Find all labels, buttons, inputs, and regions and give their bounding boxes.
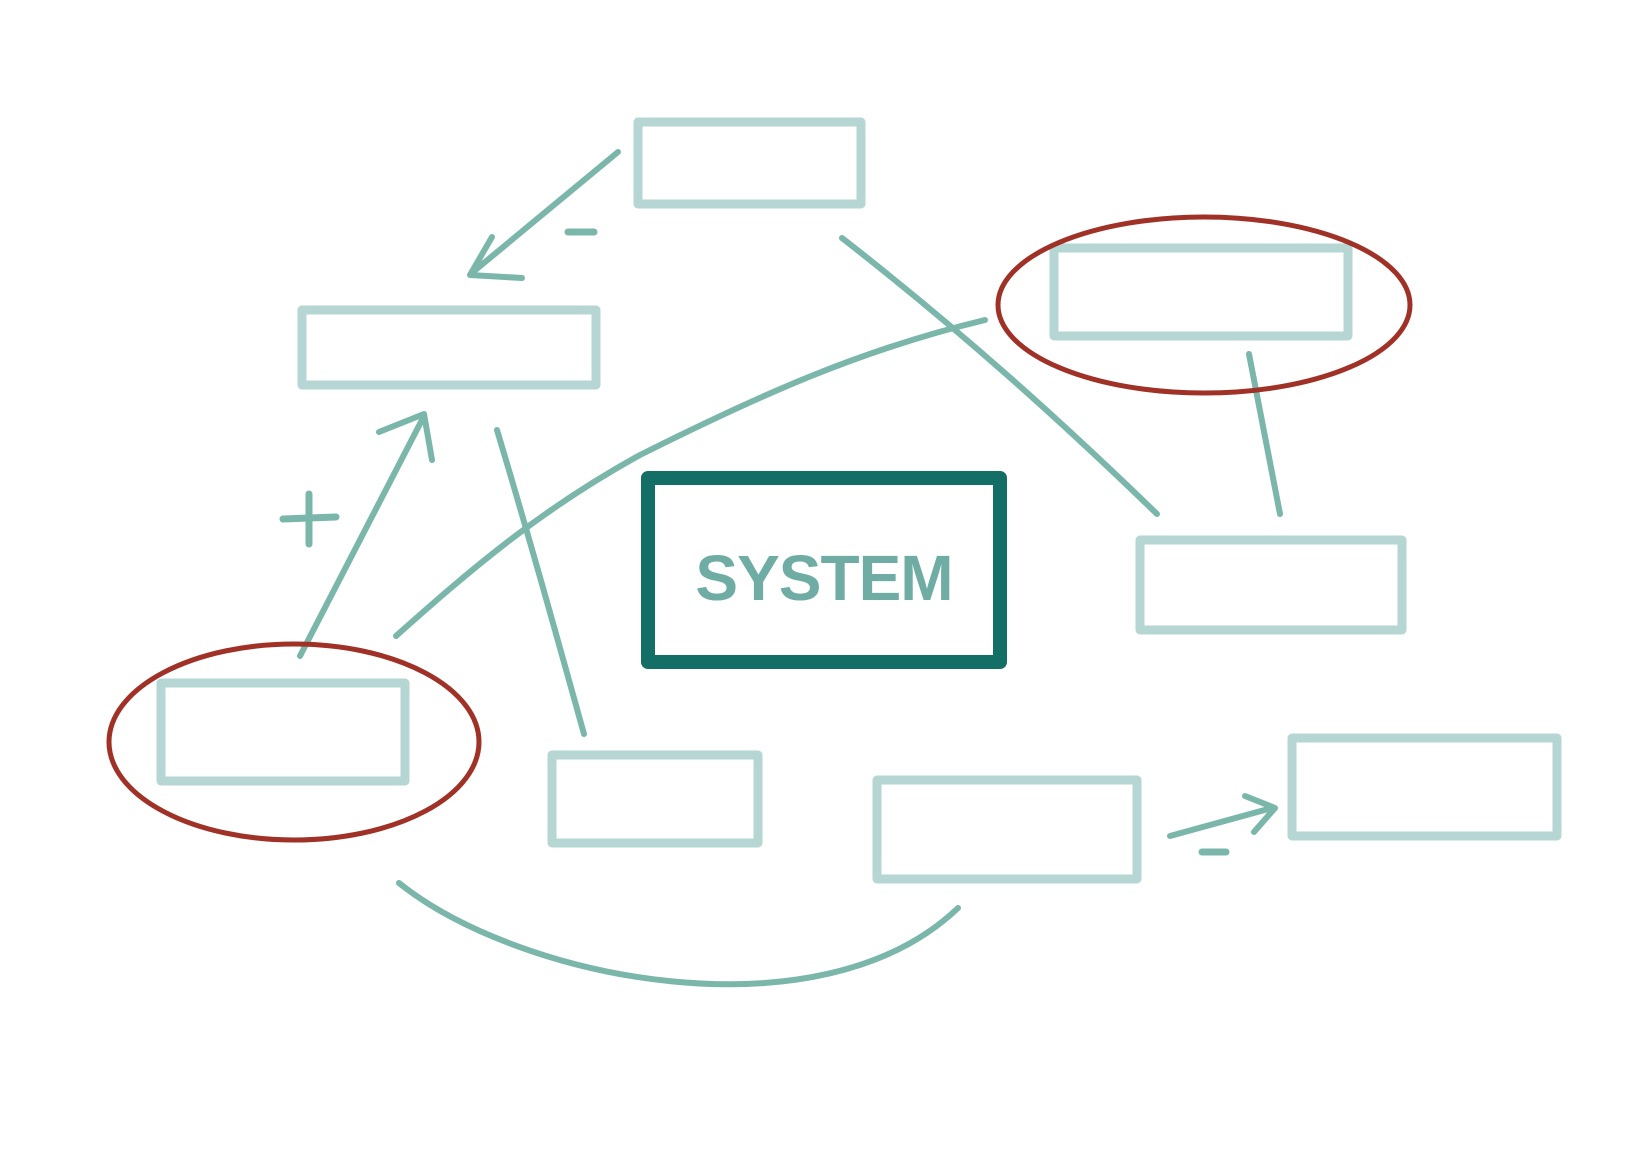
node-box-right-middle — [1135, 535, 1407, 635]
connector-upper-right-to-right-middle — [1246, 351, 1283, 517]
arrowhead-upper-left-box — [376, 411, 435, 463]
connector-top-to-right-middle — [839, 235, 1160, 517]
system-label: SYSTEM — [695, 542, 952, 614]
connector-upper-left-to-bottom-small — [494, 427, 587, 737]
node-box-upper-left — [297, 305, 601, 390]
node-box-upper-right — [1049, 243, 1353, 341]
arrowhead-bottom-right — [1242, 793, 1278, 835]
highlight-ellipse-lower-left — [106, 641, 482, 843]
connector-lower-left-to-upper-right — [393, 317, 988, 639]
system-node: SYSTEM — [641, 471, 1007, 669]
system-box — [641, 471, 1007, 669]
arrowhead-upper-left — [467, 234, 525, 281]
node-box-top — [633, 117, 866, 209]
connector-bottom-mid-to-bottom-right — [1167, 805, 1275, 839]
node-box-bottom-right — [1287, 733, 1562, 841]
polarity-plus-left: + — [279, 490, 340, 548]
node-box-bottom-mid — [872, 775, 1142, 884]
highlight-ellipse-upper-right — [995, 214, 1413, 396]
node-box-lower-left — [156, 678, 410, 786]
connector-bottom-arc — [396, 880, 961, 988]
connector-top-to-upper-left — [470, 149, 621, 275]
node-box-bottom-small — [547, 750, 763, 848]
connector-lower-left-to-upper-left — [297, 413, 427, 659]
